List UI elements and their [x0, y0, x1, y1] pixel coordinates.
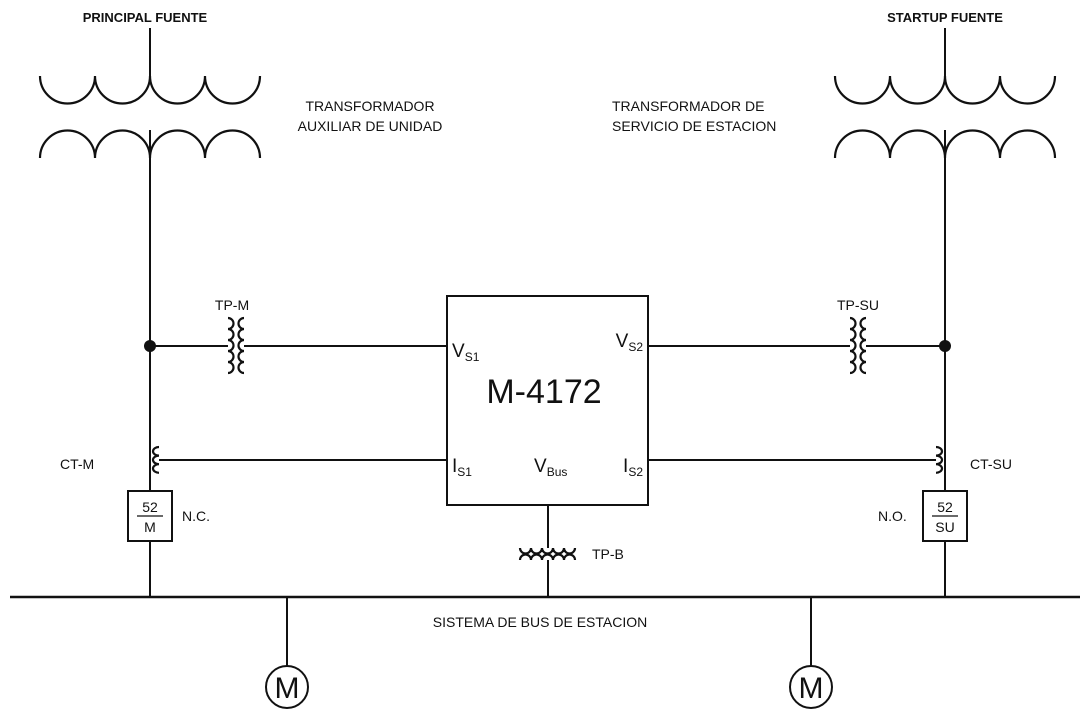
motor-right-symbol: [789, 665, 833, 709]
breaker-52-m-number: 52: [142, 499, 158, 515]
unit-transformer-label-line1: TRANSFORMADOR: [305, 98, 434, 114]
tp-b-lower-winding: [518, 553, 577, 561]
port-vbus: VBus: [534, 456, 567, 479]
port-is1: IS1: [452, 456, 472, 479]
station-bus-label: SISTEMA DE BUS DE ESTACION: [433, 614, 647, 630]
breaker-52-su: 52 SU: [922, 490, 968, 542]
motor-left-label: M: [275, 672, 300, 705]
ct-su-winding: [935, 445, 944, 474]
breaker-52-m-id: M: [144, 519, 156, 535]
breaker-52-su-state: N.O.: [878, 508, 907, 524]
principal-source-label: PRINCIPAL FUENTE: [83, 10, 208, 25]
tp-b-voltage-transformer: [518, 547, 577, 561]
motor-left-symbol: [265, 665, 309, 709]
tp-su-right-winding: [859, 316, 867, 375]
port-vs1: VS1: [452, 341, 480, 364]
port-is2: IS2: [623, 456, 643, 479]
unit-transformer-primary-winding: [38, 75, 262, 105]
m4172-relay: M-4172 VS1 VS2 IS1 IS2 VBus: [446, 295, 649, 506]
station-transformer-label-line2: SERVICIO DE ESTACION: [612, 118, 776, 134]
breaker-52-m-state: N.C.: [182, 508, 210, 524]
tp-su-voltage-transformer: [849, 316, 867, 375]
tp-su-left-winding: [849, 316, 857, 375]
tp-m-voltage-transformer: [227, 316, 245, 375]
breaker-52-su-box: [922, 490, 968, 542]
port-vs2: VS2: [616, 331, 644, 354]
startup-source-label: STARTUP FUENTE: [887, 10, 1003, 25]
station-transformer-label-line1: TRANSFORMADOR DE: [612, 98, 764, 114]
unit-transformer-label-line2: AUXILIAR DE UNIDAD: [298, 118, 443, 134]
tp-su-label: TP-SU: [837, 297, 879, 313]
ct-su-label: CT-SU: [970, 456, 1012, 472]
breaker-52-m: 52 M: [127, 490, 173, 542]
tp-m-label: TP-M: [215, 297, 249, 313]
tp-b-upper-winding: [518, 547, 577, 555]
motor-right-label: M: [799, 672, 824, 705]
m4172-relay-name: M-4172: [486, 373, 601, 411]
ct-m-winding: [151, 445, 160, 474]
station-transformer-primary-winding: [833, 75, 1057, 105]
ct-m-label: CT-M: [60, 456, 94, 472]
tp-b-label: TP-B: [592, 546, 624, 562]
tp-m-right-winding: [237, 316, 245, 375]
breaker-52-su-id: SU: [935, 519, 954, 535]
breaker-52-m-box: [127, 490, 173, 542]
tp-m-left-winding: [227, 316, 235, 375]
breaker-52-su-number: 52: [937, 499, 953, 515]
